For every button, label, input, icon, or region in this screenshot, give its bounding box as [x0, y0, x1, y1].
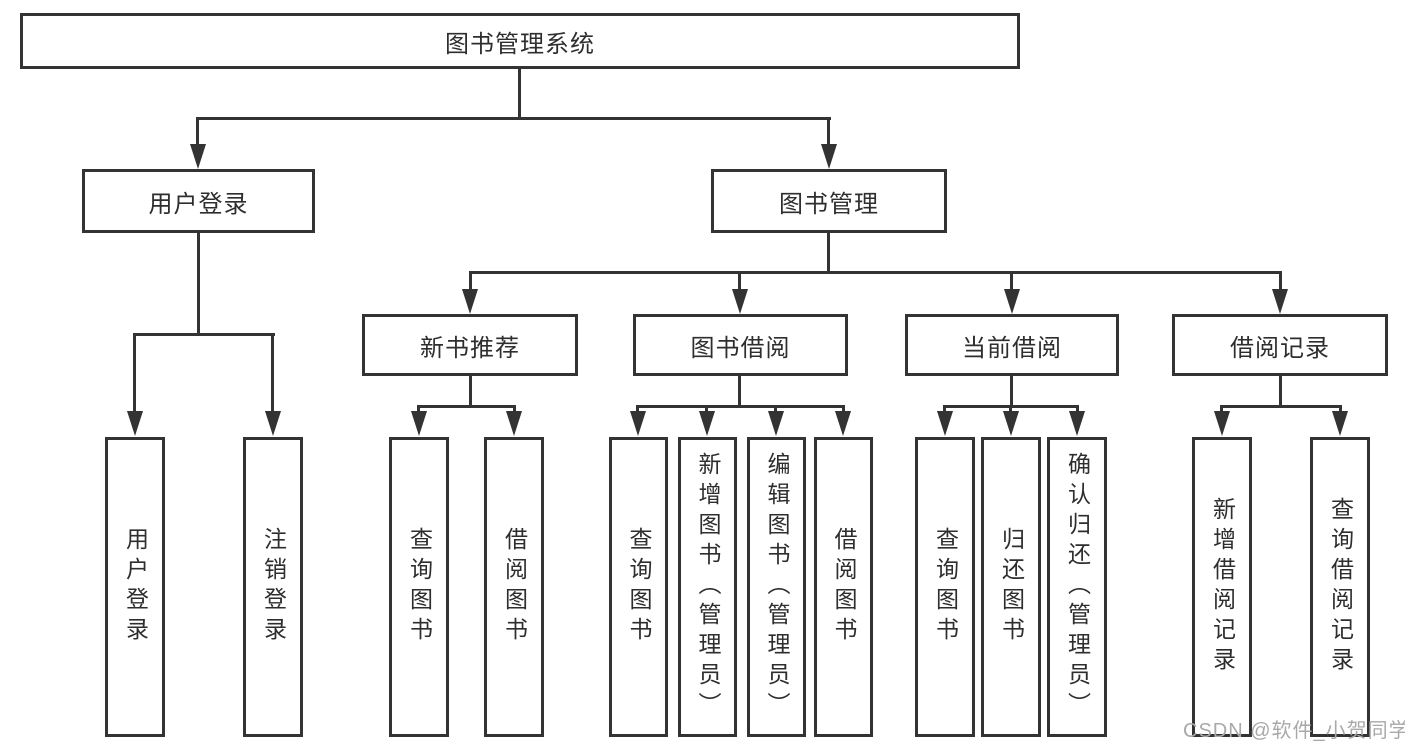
arrow-down-icon — [835, 411, 851, 436]
leaf-query-books: 查询图书 — [915, 437, 975, 737]
leaf-label: 查询图书 — [406, 527, 433, 647]
leaf-label: 用户登录 — [122, 527, 149, 647]
leaf-add-books-admin: 新增图书（管理员） — [678, 437, 737, 737]
connector-group-hline — [1220, 405, 1342, 408]
arrow-down-icon — [1003, 411, 1019, 436]
connector-stem — [842, 405, 845, 415]
connector-stem — [1279, 271, 1282, 291]
leaf-label: 确认归还（管理员） — [1064, 452, 1091, 722]
connector-stem — [1009, 405, 1012, 415]
connector-login-stem — [197, 232, 200, 335]
node-new-book-recommend: 新书推荐 — [362, 314, 578, 376]
arrow-down-icon — [821, 144, 837, 169]
leaf-add-borrow-record: 新增借阅记录 — [1192, 437, 1252, 737]
node-borrow-records: 借阅记录 — [1172, 314, 1388, 376]
connector-stem — [469, 271, 472, 291]
node-book-management: 图书管理 — [711, 169, 947, 233]
leaf-label: 查询借阅记录 — [1327, 497, 1354, 677]
leaf-borrow-books: 借阅图书 — [814, 437, 873, 737]
arrow-down-icon — [699, 411, 715, 436]
connector-stem — [636, 405, 639, 415]
leaf-query-books: 查询图书 — [389, 437, 449, 737]
connector-level2-hline — [469, 271, 1282, 274]
node-user-login: 用户登录 — [82, 169, 315, 233]
connector-group-hline — [417, 405, 516, 408]
connector-level1-hline — [196, 117, 831, 120]
leaf-label: 编辑图书（管理员） — [764, 452, 790, 722]
leaf-query-books: 查询图书 — [609, 437, 668, 737]
leaf-label: 查询图书 — [932, 527, 959, 647]
connector-stem — [738, 271, 741, 291]
arrow-down-icon — [937, 411, 953, 436]
arrow-down-icon — [1332, 411, 1348, 436]
connector-stem — [943, 405, 946, 415]
arrow-down-icon — [1272, 289, 1288, 314]
connector-stem — [196, 117, 199, 147]
leaf-label: 新增借阅记录 — [1209, 497, 1236, 677]
connector-stem — [774, 405, 777, 415]
node-current-borrow: 当前借阅 — [905, 314, 1119, 376]
arrow-down-icon — [265, 411, 281, 436]
leaf-label: 借阅图书 — [831, 527, 857, 647]
arrow-down-icon — [127, 411, 143, 436]
node-book-borrow: 图书借阅 — [633, 314, 848, 376]
connector-login-hline — [133, 333, 275, 336]
connector-stem — [513, 405, 516, 415]
connector-group-stem — [738, 376, 741, 407]
connector-stem — [133, 333, 136, 413]
leaf-borrow-books: 借阅图书 — [484, 437, 544, 737]
connector-group-stem — [1279, 376, 1282, 407]
arrow-down-icon — [630, 411, 646, 436]
connector-stem — [1220, 405, 1223, 415]
leaf-logout: 注销登录 — [243, 437, 303, 737]
arrow-down-icon — [732, 289, 748, 314]
watermark: CSDN @软件_小贺同学 — [1183, 720, 1405, 742]
node-library-management-system: 图书管理系统 — [20, 13, 1020, 69]
connector-stem — [705, 405, 708, 415]
arrow-down-icon — [1069, 411, 1085, 436]
connector-stem — [1076, 405, 1079, 415]
arrow-down-icon — [1004, 289, 1020, 314]
leaf-user-login: 用户登录 — [105, 437, 165, 737]
arrow-down-icon — [506, 411, 522, 436]
leaf-label: 新增图书（管理员） — [695, 452, 721, 722]
leaf-return-books: 归还图书 — [981, 437, 1041, 737]
leaf-label: 归还图书 — [998, 527, 1025, 647]
connector-root-stem — [518, 68, 521, 118]
arrow-down-icon — [1214, 411, 1230, 436]
arrow-down-icon — [190, 144, 206, 169]
connector-stem — [1010, 271, 1013, 291]
leaf-label: 注销登录 — [260, 527, 287, 647]
arrow-down-icon — [411, 411, 427, 436]
connector-stem — [271, 333, 274, 413]
connector-group-stem — [469, 376, 472, 407]
leaf-query-borrow-record: 查询借阅记录 — [1310, 437, 1370, 737]
connector-stem — [827, 117, 830, 147]
connector-stem — [1339, 405, 1342, 415]
arrow-down-icon — [462, 289, 478, 314]
connector-mgmt-stem — [827, 232, 830, 274]
leaf-edit-books-admin: 编辑图书（管理员） — [747, 437, 806, 737]
connector-group-stem — [1010, 376, 1013, 407]
leaf-label: 借阅图书 — [501, 527, 528, 647]
connector-stem — [417, 405, 420, 415]
leaf-confirm-return-admin: 确认归还（管理员） — [1047, 437, 1107, 737]
leaf-label: 查询图书 — [626, 527, 652, 647]
connector-group-hline — [636, 405, 845, 408]
arrow-down-icon — [768, 411, 784, 436]
